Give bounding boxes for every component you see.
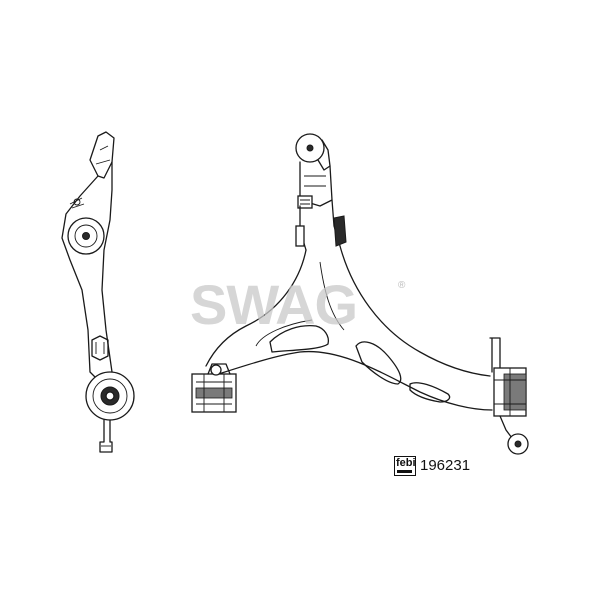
arm-window-1	[269, 324, 330, 353]
side-view-body-outline	[61, 161, 113, 379]
registered-mark: ®	[398, 280, 406, 291]
febi-logo: febi	[394, 456, 416, 476]
arm-window-2	[355, 341, 402, 385]
front-view	[191, 133, 529, 455]
part-number: 196231	[420, 457, 471, 474]
febi-logo-text: febi	[396, 457, 416, 469]
arm-window-3	[409, 382, 451, 403]
side-view	[61, 131, 135, 453]
side-view-bottom-stem	[99, 419, 113, 453]
brand-watermark: SWAG	[190, 273, 358, 336]
side-view-slot	[91, 335, 109, 361]
side-view-top-bracket	[89, 131, 115, 179]
arm-outline	[205, 245, 493, 411]
febi-logo-bar	[397, 470, 412, 473]
